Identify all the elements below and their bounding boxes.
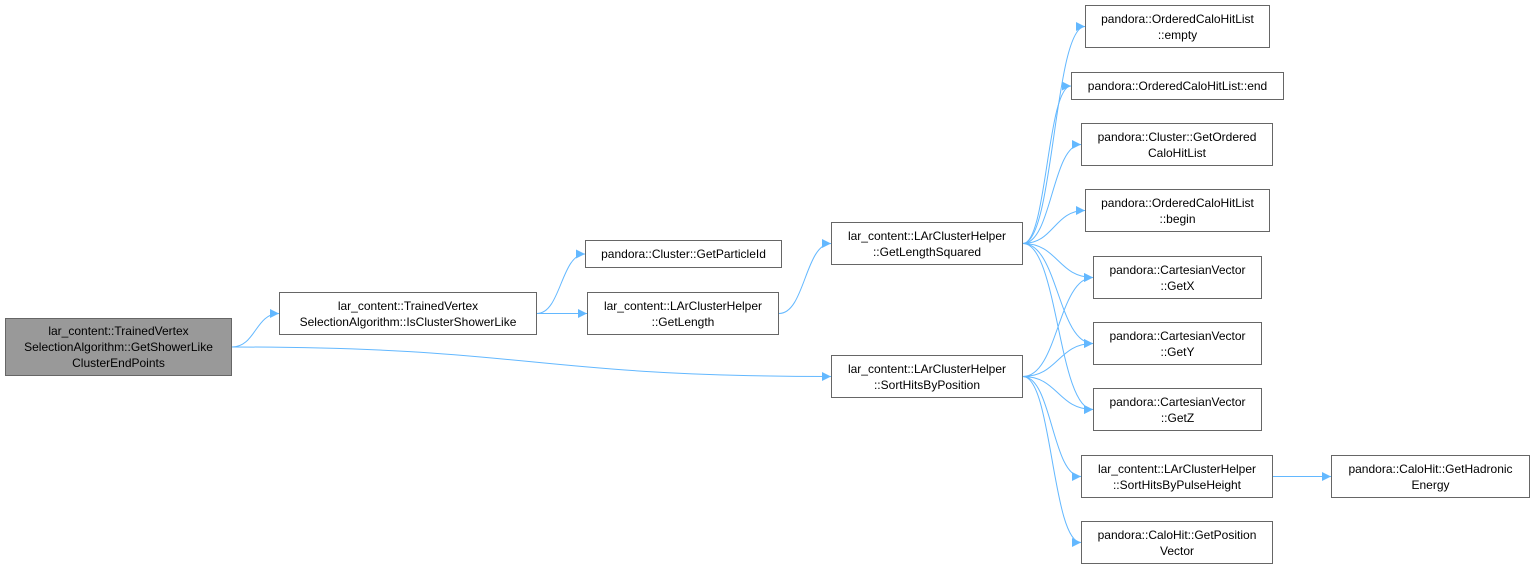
node-get-position-vector[interactable]: pandora::CaloHit::GetPosition Vector bbox=[1081, 521, 1273, 564]
node-sort-hits-by-position[interactable]: lar_content::LArClusterHelper ::SortHits… bbox=[831, 355, 1023, 398]
node-label-line: lar_content::LArClusterHelper bbox=[847, 361, 1007, 376]
node-get-length-squared[interactable]: lar_content::LArClusterHelper ::GetLengt… bbox=[831, 222, 1023, 265]
edge-isShowerLike-to-getParticleId bbox=[536, 249, 586, 314]
node-label-line: pandora::Cluster::GetOrdered bbox=[1097, 129, 1257, 144]
node-label-line: Vector bbox=[1159, 543, 1195, 558]
node-cartesian-vector-get-x[interactable]: pandora::CartesianVector ::GetX bbox=[1093, 256, 1262, 299]
node-label-line: pandora::CaloHit::GetHadronic bbox=[1348, 461, 1513, 476]
node-label-line: ::GetZ bbox=[1160, 410, 1195, 425]
node-label-line: pandora::CaloHit::GetPosition bbox=[1097, 527, 1257, 542]
node-label-line: pandora::OrderedCaloHitList bbox=[1101, 11, 1254, 26]
node-label-line: lar_content::LArClusterHelper bbox=[603, 298, 763, 313]
node-cartesian-vector-get-z[interactable]: pandora::CartesianVector ::GetZ bbox=[1093, 388, 1262, 431]
node-label-line: lar_content::LArClusterHelper bbox=[1097, 461, 1257, 476]
edge-getLengthSq-to-empty bbox=[1022, 22, 1086, 244]
node-is-cluster-shower-like[interactable]: lar_content::TrainedVertex SelectionAlgo… bbox=[279, 292, 537, 335]
edge-sortHitsPos-to-sortPulse bbox=[1022, 376, 1082, 481]
node-label-line: ::GetY bbox=[1160, 344, 1195, 359]
edge-getLengthSq-to-getX bbox=[1022, 243, 1094, 282]
node-get-hadronic-energy[interactable]: pandora::CaloHit::GetHadronic Energy bbox=[1331, 455, 1530, 498]
node-label-line: pandora::CartesianVector bbox=[1109, 262, 1246, 277]
node-label-line: SelectionAlgorithm::GetShowerLike bbox=[24, 340, 213, 354]
edge-root-to-isShowerLike bbox=[231, 309, 280, 348]
node-label-line: SelectionAlgorithm::IsClusterShowerLike bbox=[299, 314, 517, 329]
node-get-length[interactable]: lar_content::LArClusterHelper ::GetLengt… bbox=[587, 292, 779, 335]
node-label-line: ::empty bbox=[1157, 27, 1198, 42]
node-label-line: ClusterEndPoints bbox=[72, 356, 165, 370]
edge-sortHitsPos-to-getPosVec bbox=[1022, 376, 1082, 547]
node-label-line: ::SortHitsByPulseHeight bbox=[1112, 477, 1242, 492]
node-label-line: ::begin bbox=[1159, 211, 1196, 226]
node-label-line: ::GetLengthSquared bbox=[872, 244, 982, 259]
edge-getLength-to-getLengthSq bbox=[778, 239, 832, 314]
edge-root-to-sortHitsPos bbox=[231, 346, 832, 381]
node-label-line: lar_content::TrainedVertex bbox=[337, 298, 479, 313]
node-label-line: CaloHitList bbox=[1147, 145, 1207, 160]
node-ordered-calo-hit-list-empty[interactable]: pandora::OrderedCaloHitList ::empty bbox=[1085, 5, 1270, 48]
node-label-line: pandora::CartesianVector bbox=[1109, 394, 1246, 409]
node-label-line: ::SortHitsByPosition bbox=[873, 377, 981, 392]
node-label-line: Energy bbox=[1411, 477, 1450, 492]
node-label-line: pandora::OrderedCaloHitList bbox=[1101, 195, 1254, 210]
node-sort-hits-by-pulse-height[interactable]: lar_content::LArClusterHelper ::SortHits… bbox=[1081, 455, 1273, 498]
edge-getLengthSq-to-getY bbox=[1022, 243, 1094, 348]
edge-sortHitsPos-to-getY bbox=[1022, 339, 1094, 377]
edge-getLengthSq-to-getOrdered bbox=[1022, 140, 1082, 244]
node-label-line: lar_content::TrainedVertex bbox=[48, 324, 189, 338]
node-ordered-calo-hit-list-end[interactable]: pandora::OrderedCaloHitList::end bbox=[1071, 72, 1284, 100]
node-label-line: ::GetX bbox=[1160, 278, 1195, 293]
node-label-line: ::GetLength bbox=[651, 314, 715, 329]
node-get-shower-like-cluster-end-points[interactable]: lar_content::TrainedVertex SelectionAlgo… bbox=[5, 318, 232, 376]
edge-getLengthSq-to-end bbox=[1022, 81, 1072, 244]
node-get-ordered-calo-hit-list[interactable]: pandora::Cluster::GetOrdered CaloHitList bbox=[1081, 123, 1273, 166]
node-label-line: pandora::CartesianVector bbox=[1109, 328, 1246, 343]
edge-sortHitsPos-to-getZ bbox=[1022, 376, 1094, 414]
node-cartesian-vector-get-y[interactable]: pandora::CartesianVector ::GetY bbox=[1093, 322, 1262, 365]
edge-sortHitsPos-to-getX bbox=[1022, 273, 1094, 377]
node-label-line: lar_content::LArClusterHelper bbox=[847, 228, 1007, 243]
node-label-line: pandora::Cluster::GetParticleId bbox=[601, 247, 766, 261]
node-label-line: pandora::OrderedCaloHitList::end bbox=[1087, 79, 1268, 93]
edge-getLengthSq-to-begin bbox=[1022, 206, 1086, 244]
node-get-particle-id[interactable]: pandora::Cluster::GetParticleId bbox=[585, 240, 782, 268]
node-ordered-calo-hit-list-begin[interactable]: pandora::OrderedCaloHitList ::begin bbox=[1085, 189, 1270, 232]
